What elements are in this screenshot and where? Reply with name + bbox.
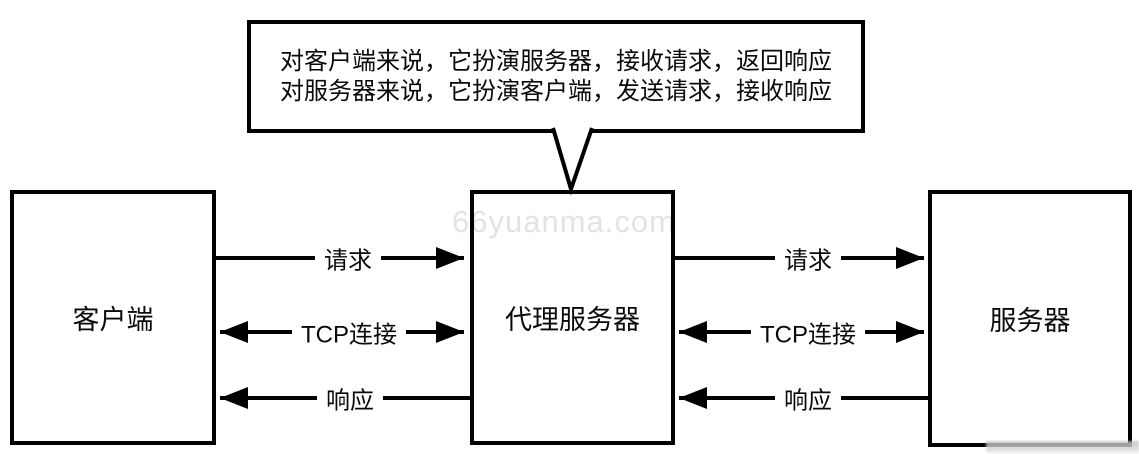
edge-label-request-left: 请求 xyxy=(315,240,381,276)
watermark-text: 66yuanma.com xyxy=(452,204,676,239)
client-box: 客户端 xyxy=(10,190,216,445)
edge-label-request-right: 请求 xyxy=(775,240,841,276)
server-box-label: 服务器 xyxy=(989,306,1071,336)
edge-label-tcp-left: TCP连接 xyxy=(292,314,406,350)
edge-label-response-right: 响应 xyxy=(775,380,841,416)
server-box: 服务器 xyxy=(928,190,1132,447)
client-box-label: 客户端 xyxy=(72,305,154,335)
callout-tail-icon xyxy=(551,127,594,196)
bottom-right-smudge xyxy=(986,441,1139,453)
proxy-box: 代理服务器 xyxy=(470,190,675,445)
edge-label-response-left: 响应 xyxy=(317,380,383,416)
callout-line-1: 对客户端来说，它扮演服务器，接收请求，返回响应 xyxy=(280,47,832,75)
proxy-box-label: 代理服务器 xyxy=(505,305,640,335)
callout-line-2: 对服务器来说，它扮演客户端，发送请求，接收响应 xyxy=(280,77,832,105)
proxy-explanation-callout: 对客户端来说，它扮演服务器，接收请求，返回响应 对服务器来说，它扮演客户端，发送… xyxy=(247,20,865,133)
edge-label-tcp-right: TCP连接 xyxy=(751,314,865,350)
callout-tail-fill xyxy=(552,126,593,188)
